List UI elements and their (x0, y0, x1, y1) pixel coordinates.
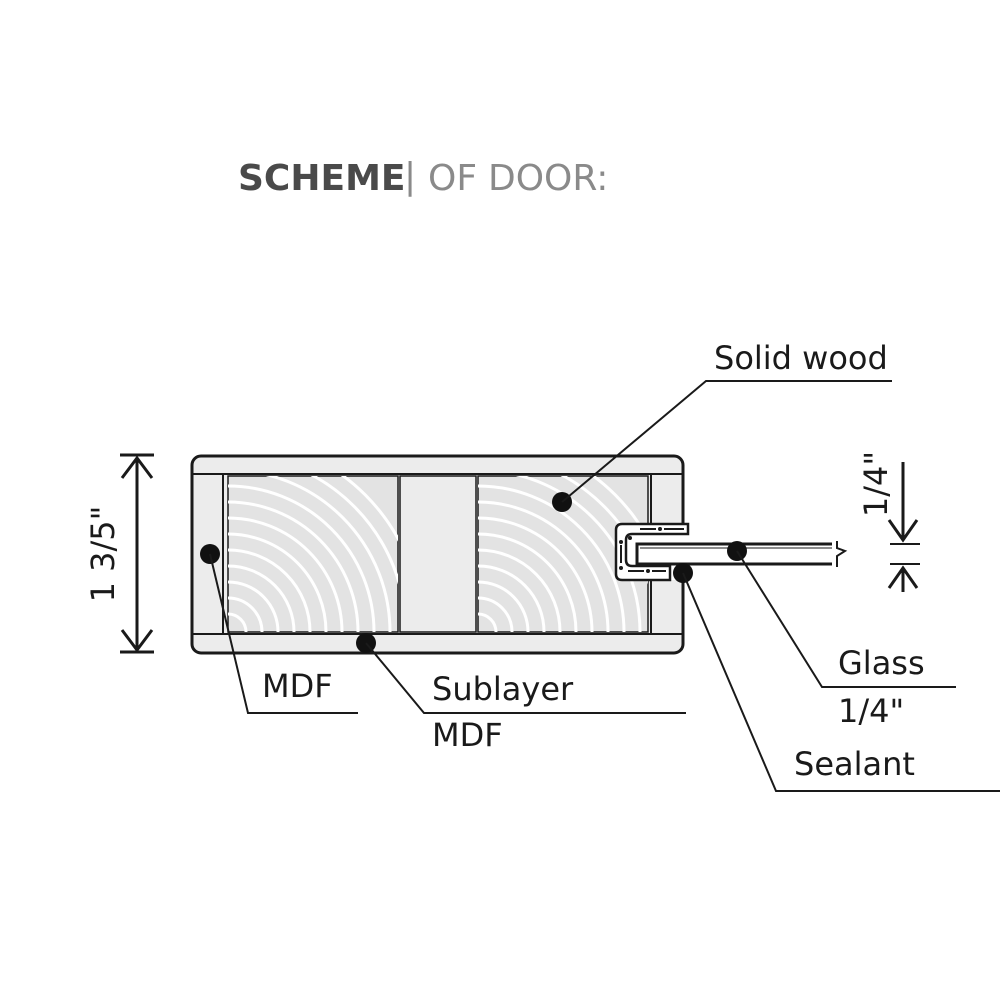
callout-mdf: MDF (200, 544, 358, 714)
sublayer-label-line2: MDF (432, 716, 503, 754)
glass-thickness-label: 1/4" (857, 451, 895, 517)
sublayer-label-line1: Sublayer (432, 670, 574, 708)
door-thickness-dimension: 1 3/5" (84, 453, 154, 654)
diagram-title: SCHEME | OF DOOR: (238, 156, 608, 199)
title-separator: | (404, 156, 416, 197)
callout-sublayer-mdf: Sublayer MDF (356, 633, 686, 754)
glass-thickness-dimension: 1/4" (857, 451, 920, 592)
title-bold-text: SCHEME (238, 158, 405, 199)
callout-solid-wood: Solid wood (552, 339, 892, 512)
middle-mdf-strip (399, 475, 477, 633)
door-thickness-label: 1 3/5" (84, 506, 122, 603)
glass-label-line1: Glass (838, 644, 925, 682)
door-cross-section (190, 454, 852, 655)
glass-arrow-down-icon (887, 519, 919, 543)
title-light-text-2: DOOR: (488, 158, 608, 199)
dimension-arrow-up-icon (120, 455, 154, 479)
glass-arrow-up-icon (887, 565, 919, 589)
callout-glass: Glass 1/4" (727, 541, 956, 730)
title-light-text-1: OF (428, 158, 477, 199)
glass-label-line2: 1/4" (838, 692, 904, 730)
dimension-arrow-down-icon (120, 629, 154, 653)
mdf-label: MDF (262, 667, 333, 705)
glass-break-mark (836, 541, 848, 567)
solid-wood-label: Solid wood (714, 339, 888, 377)
callout-sealant: Sealant (673, 563, 1000, 792)
sealant-label: Sealant (794, 745, 915, 783)
